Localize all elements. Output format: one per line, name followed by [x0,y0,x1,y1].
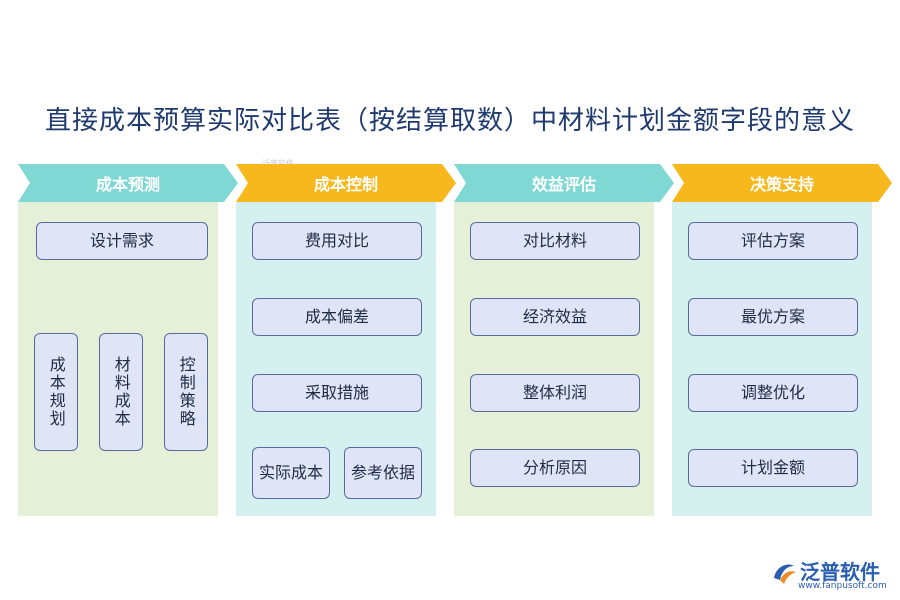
column-header: 决策支持 [672,164,892,202]
column-header: 成本控制 [236,164,456,202]
watermark: 泛普软件 [262,159,294,168]
column-cost-control: 成本控制 费用对比 成本偏差 采取措施 实际成本 参考依据 [236,164,456,516]
box-expense-compare: 费用对比 [252,222,422,260]
box-compare-materials: 对比材料 [470,222,640,260]
box-actual-cost: 实际成本 [252,447,330,499]
column-header: 成本预测 [18,164,238,202]
box-reference-basis: 参考依据 [344,447,422,499]
logo-url: www.fanpusoft.com [798,581,887,591]
logo-name: 泛普软件 [800,560,880,584]
column-decision-support: 决策支持 评估方案 最优方案 调整优化 计划金额 [672,164,892,516]
box-evaluate-plans: 评估方案 [688,222,858,260]
column-body: 评估方案 最优方案 调整优化 计划金额 [672,202,872,516]
box-analyze-causes: 分析原因 [470,449,640,487]
column-body: 对比材料 经济效益 整体利润 分析原因 [454,202,654,516]
fanpu-logo-icon [774,564,796,584]
page-title: 直接成本预算实际对比表（按结算取数）中材料计划金额字段的意义 [44,106,855,136]
box-adjust-optimize: 调整优化 [688,374,858,412]
box-optimal-plan: 最优方案 [688,298,858,336]
column-body: 费用对比 成本偏差 采取措施 实际成本 参考依据 [236,202,436,516]
column-cost-forecast: 成本预测 设计需求 成本规划 材料成本 控制策略 [18,164,238,516]
box-cost-deviation: 成本偏差 [252,298,422,336]
column-header: 效益评估 [454,164,674,202]
box-planned-amount: 计划金额 [688,449,858,487]
box-economic-benefit: 经济效益 [470,298,640,336]
box-material-cost: 材料成本 [99,333,143,451]
box-overall-profit: 整体利润 [470,374,640,412]
box-control-strategy: 控制策略 [164,333,208,451]
box-design-demand: 设计需求 [36,222,208,260]
column-body: 设计需求 成本规划 材料成本 控制策略 [18,202,218,516]
box-take-measures: 采取措施 [252,374,422,412]
fanpu-logo: 泛普软件 www.fanpusoft.com [770,556,895,596]
box-cost-planning: 成本规划 [34,333,78,451]
column-benefit-evaluation: 效益评估 对比材料 经济效益 整体利润 分析原因 [454,164,674,516]
